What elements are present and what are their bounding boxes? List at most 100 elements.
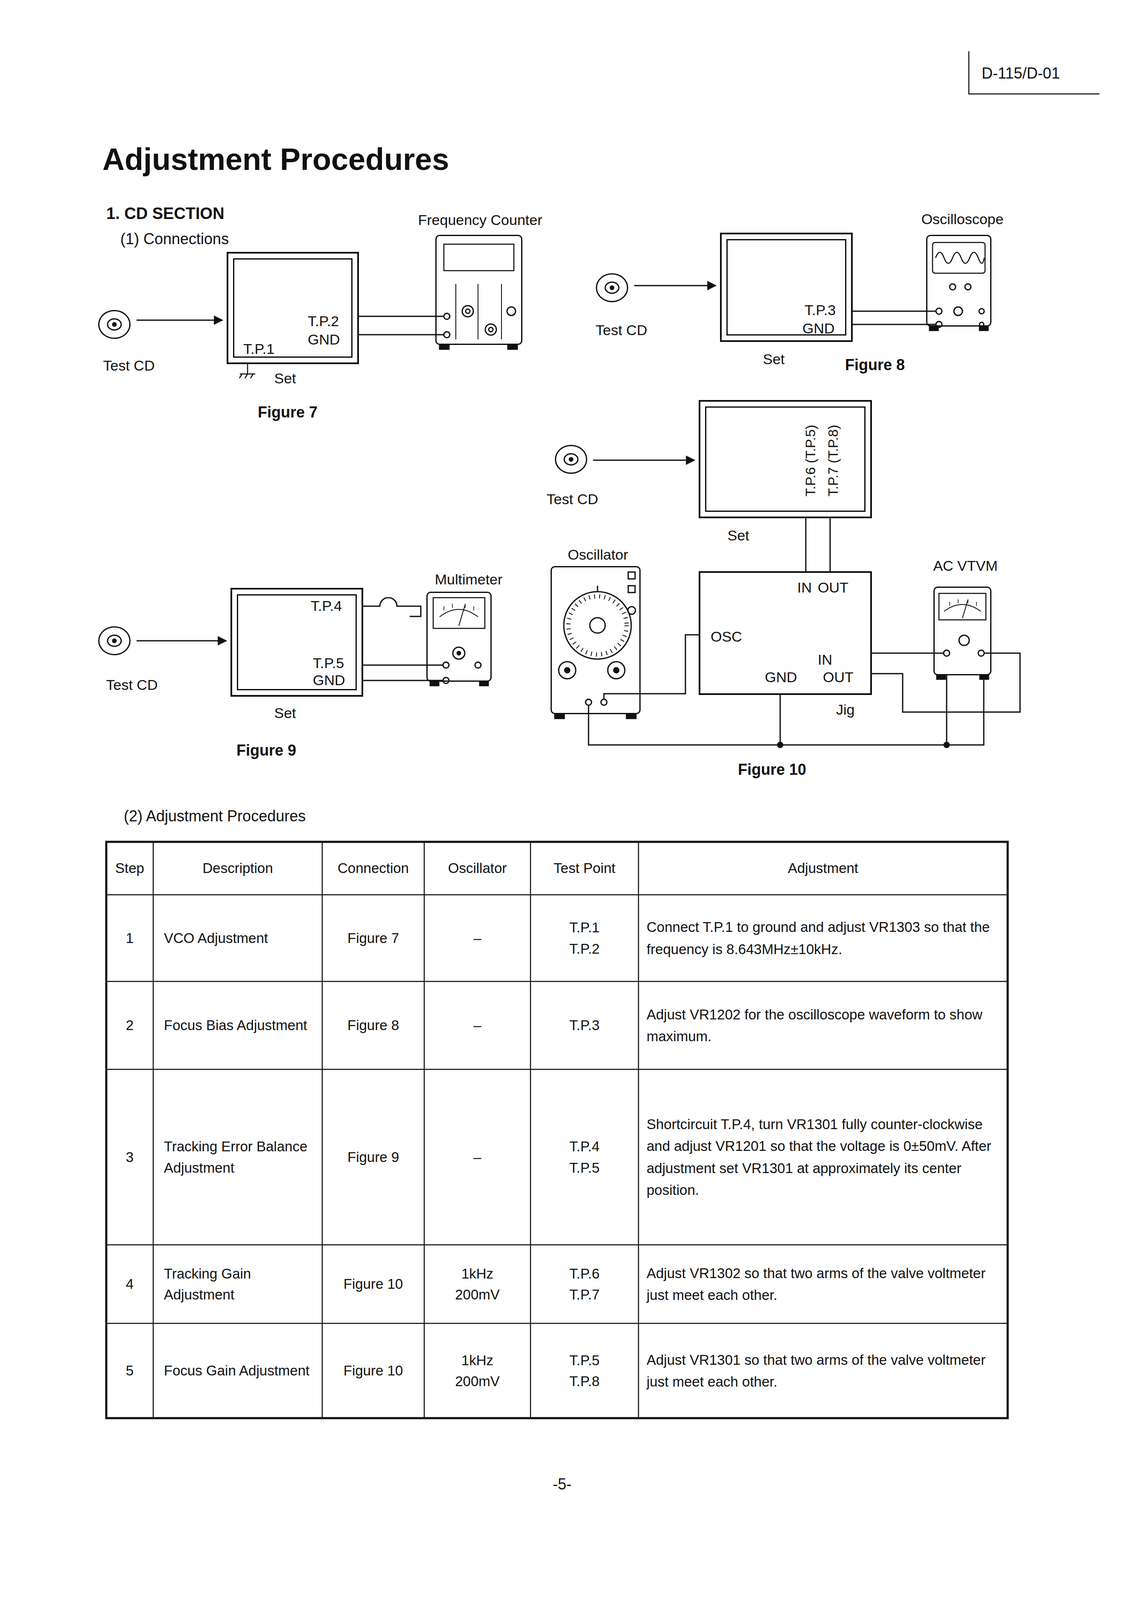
table-cell: Tracking Error Balance Adjustment xyxy=(154,1070,321,1244)
test-instrument: Frequency Counter xyxy=(435,234,523,345)
table-grid xyxy=(106,841,1008,1418)
table-cell: 2 xyxy=(107,982,152,1068)
node-label: OUT xyxy=(817,578,849,597)
table-cell: Focus Gain Adjustment xyxy=(154,1324,321,1417)
table-cell: T.P.4 T.P.5 xyxy=(531,1070,638,1244)
test-instrument: Multimeter xyxy=(426,591,492,682)
node-label: GND xyxy=(312,671,346,689)
node-label: Set xyxy=(274,704,296,722)
table-header: Adjustment xyxy=(639,842,1007,894)
vtvm-panel xyxy=(933,593,992,680)
node-label: Test CD xyxy=(546,490,599,508)
node-label: T.P.4 xyxy=(310,597,342,615)
caption-label: (2) Adjustment Procedures xyxy=(123,806,306,825)
table-cell: – xyxy=(425,982,530,1068)
oscillator-panel xyxy=(554,571,641,719)
test-disc: Test CD xyxy=(595,273,629,303)
header-corner xyxy=(968,51,1100,94)
node-label: Set xyxy=(762,350,785,368)
multimeter-panel xyxy=(426,597,489,686)
frequency-counter-panel xyxy=(435,244,518,350)
test-lead xyxy=(363,664,427,681)
test-disc: Test CD xyxy=(554,444,588,474)
table-cell: Tracking Gain Adjustment xyxy=(154,1245,321,1322)
node-label: GND xyxy=(307,330,341,349)
node-label: T.P.1 xyxy=(243,340,275,358)
equipment-set-box: SetT.P.3GND xyxy=(719,232,853,342)
node-label: Test CD xyxy=(106,676,158,694)
node-label: T.P.3 xyxy=(804,301,836,319)
table-cell: Focus Bias Adjustment xyxy=(154,982,321,1068)
node-label: GND xyxy=(802,319,835,338)
node-label: OSC xyxy=(710,627,743,646)
test-instrument: AC VTVM xyxy=(933,586,992,676)
page-number: -5- xyxy=(552,1474,572,1493)
node-label: T.P.5 xyxy=(312,654,344,672)
table-cell: T.P.6 T.P.7 xyxy=(531,1245,638,1322)
short-circuit-wire xyxy=(363,597,421,617)
table-cell: T.P.5 T.P.8 xyxy=(531,1324,638,1417)
ground-symbol xyxy=(239,364,256,379)
caption-label: (1) Connections xyxy=(120,229,229,248)
table-cell: – xyxy=(425,895,530,980)
table-cell: Shortcircuit T.P.4, turn VR1301 fully co… xyxy=(639,1070,1007,1244)
test-lead xyxy=(871,652,1021,712)
node-label: Set xyxy=(274,369,296,388)
table-cell: T.P.3 xyxy=(531,982,638,1068)
node-label: AC VTVM xyxy=(932,556,998,575)
test-lead xyxy=(640,634,699,694)
equipment-set-box: SetT.P.4T.P.5GND xyxy=(230,587,364,697)
insert-arrow xyxy=(593,459,695,461)
table-cell: T.P.1 T.P.2 xyxy=(531,895,638,980)
node-label: Test CD xyxy=(595,321,648,339)
test-point-label: T.P.7 (T.P.8) xyxy=(824,424,842,497)
table-header: Step xyxy=(107,842,152,894)
insert-arrow xyxy=(136,319,223,321)
oscilloscope-panel xyxy=(926,242,989,331)
node-label: Test CD xyxy=(103,356,155,375)
table-cell: Adjust VR1301 so that two arms of the va… xyxy=(639,1324,1007,1417)
node-label: Oscilloscope xyxy=(921,210,1004,228)
table-cell: Connect T.P.1 to ground and adjust VR130… xyxy=(639,895,1007,980)
table-cell: Figure 10 xyxy=(323,1245,423,1322)
test-lead xyxy=(852,311,927,325)
caption-label: Figure 10 xyxy=(737,760,807,779)
node-label: Jig xyxy=(836,700,855,719)
caption-label: Figure 7 xyxy=(257,402,318,422)
table-cell: 1kHz 200mV xyxy=(425,1324,530,1417)
test-disc: Test CD xyxy=(98,309,131,339)
table-cell: 1 xyxy=(107,895,152,980)
table-cell: VCO Adjustment xyxy=(154,895,321,980)
table-cell: – xyxy=(425,1070,530,1244)
node-label: Frequency Counter xyxy=(417,211,543,229)
table-cell: Figure 8 xyxy=(323,982,423,1068)
node-label: Multimeter xyxy=(434,570,503,589)
insert-arrow xyxy=(634,285,716,287)
table-cell: Figure 7 xyxy=(323,895,423,980)
table-cell: 3 xyxy=(107,1070,152,1244)
equipment-set-box: SetT.P.1T.P.2GND xyxy=(226,251,359,365)
test-instrument: Oscilloscope xyxy=(926,234,992,327)
test-disc: Test CD xyxy=(98,626,131,656)
node-label: T.P.2 xyxy=(307,312,339,330)
node-label: IN xyxy=(797,578,812,597)
table-header: Connection xyxy=(323,842,423,894)
node-label: OUT xyxy=(822,668,854,686)
table-cell: 4 xyxy=(107,1245,152,1322)
equipment-set-box: SetT.P.6 (T.P.5)T.P.7 (T.P.8) xyxy=(698,399,872,519)
table-cell: 1kHz 200mV xyxy=(425,1245,530,1322)
test-lead xyxy=(358,316,436,335)
test-instrument: Oscillator xyxy=(550,565,641,715)
node-label: Set xyxy=(727,526,750,545)
node-label: GND xyxy=(764,668,798,686)
table-header: Description xyxy=(154,842,321,894)
table-cell: Figure 9 xyxy=(323,1070,423,1244)
caption-label: Figure 8 xyxy=(845,355,905,374)
node-label: IN xyxy=(817,650,833,669)
table-header: Oscillator xyxy=(425,842,530,894)
insert-arrow xyxy=(136,640,227,642)
test-point-label: T.P.6 (T.P.5) xyxy=(802,424,819,497)
caption-label: Figure 9 xyxy=(236,740,297,760)
table-cell: Adjust VR1302 so that two arms of the va… xyxy=(639,1245,1007,1322)
caption-label: 1. CD SECTION xyxy=(106,204,225,224)
